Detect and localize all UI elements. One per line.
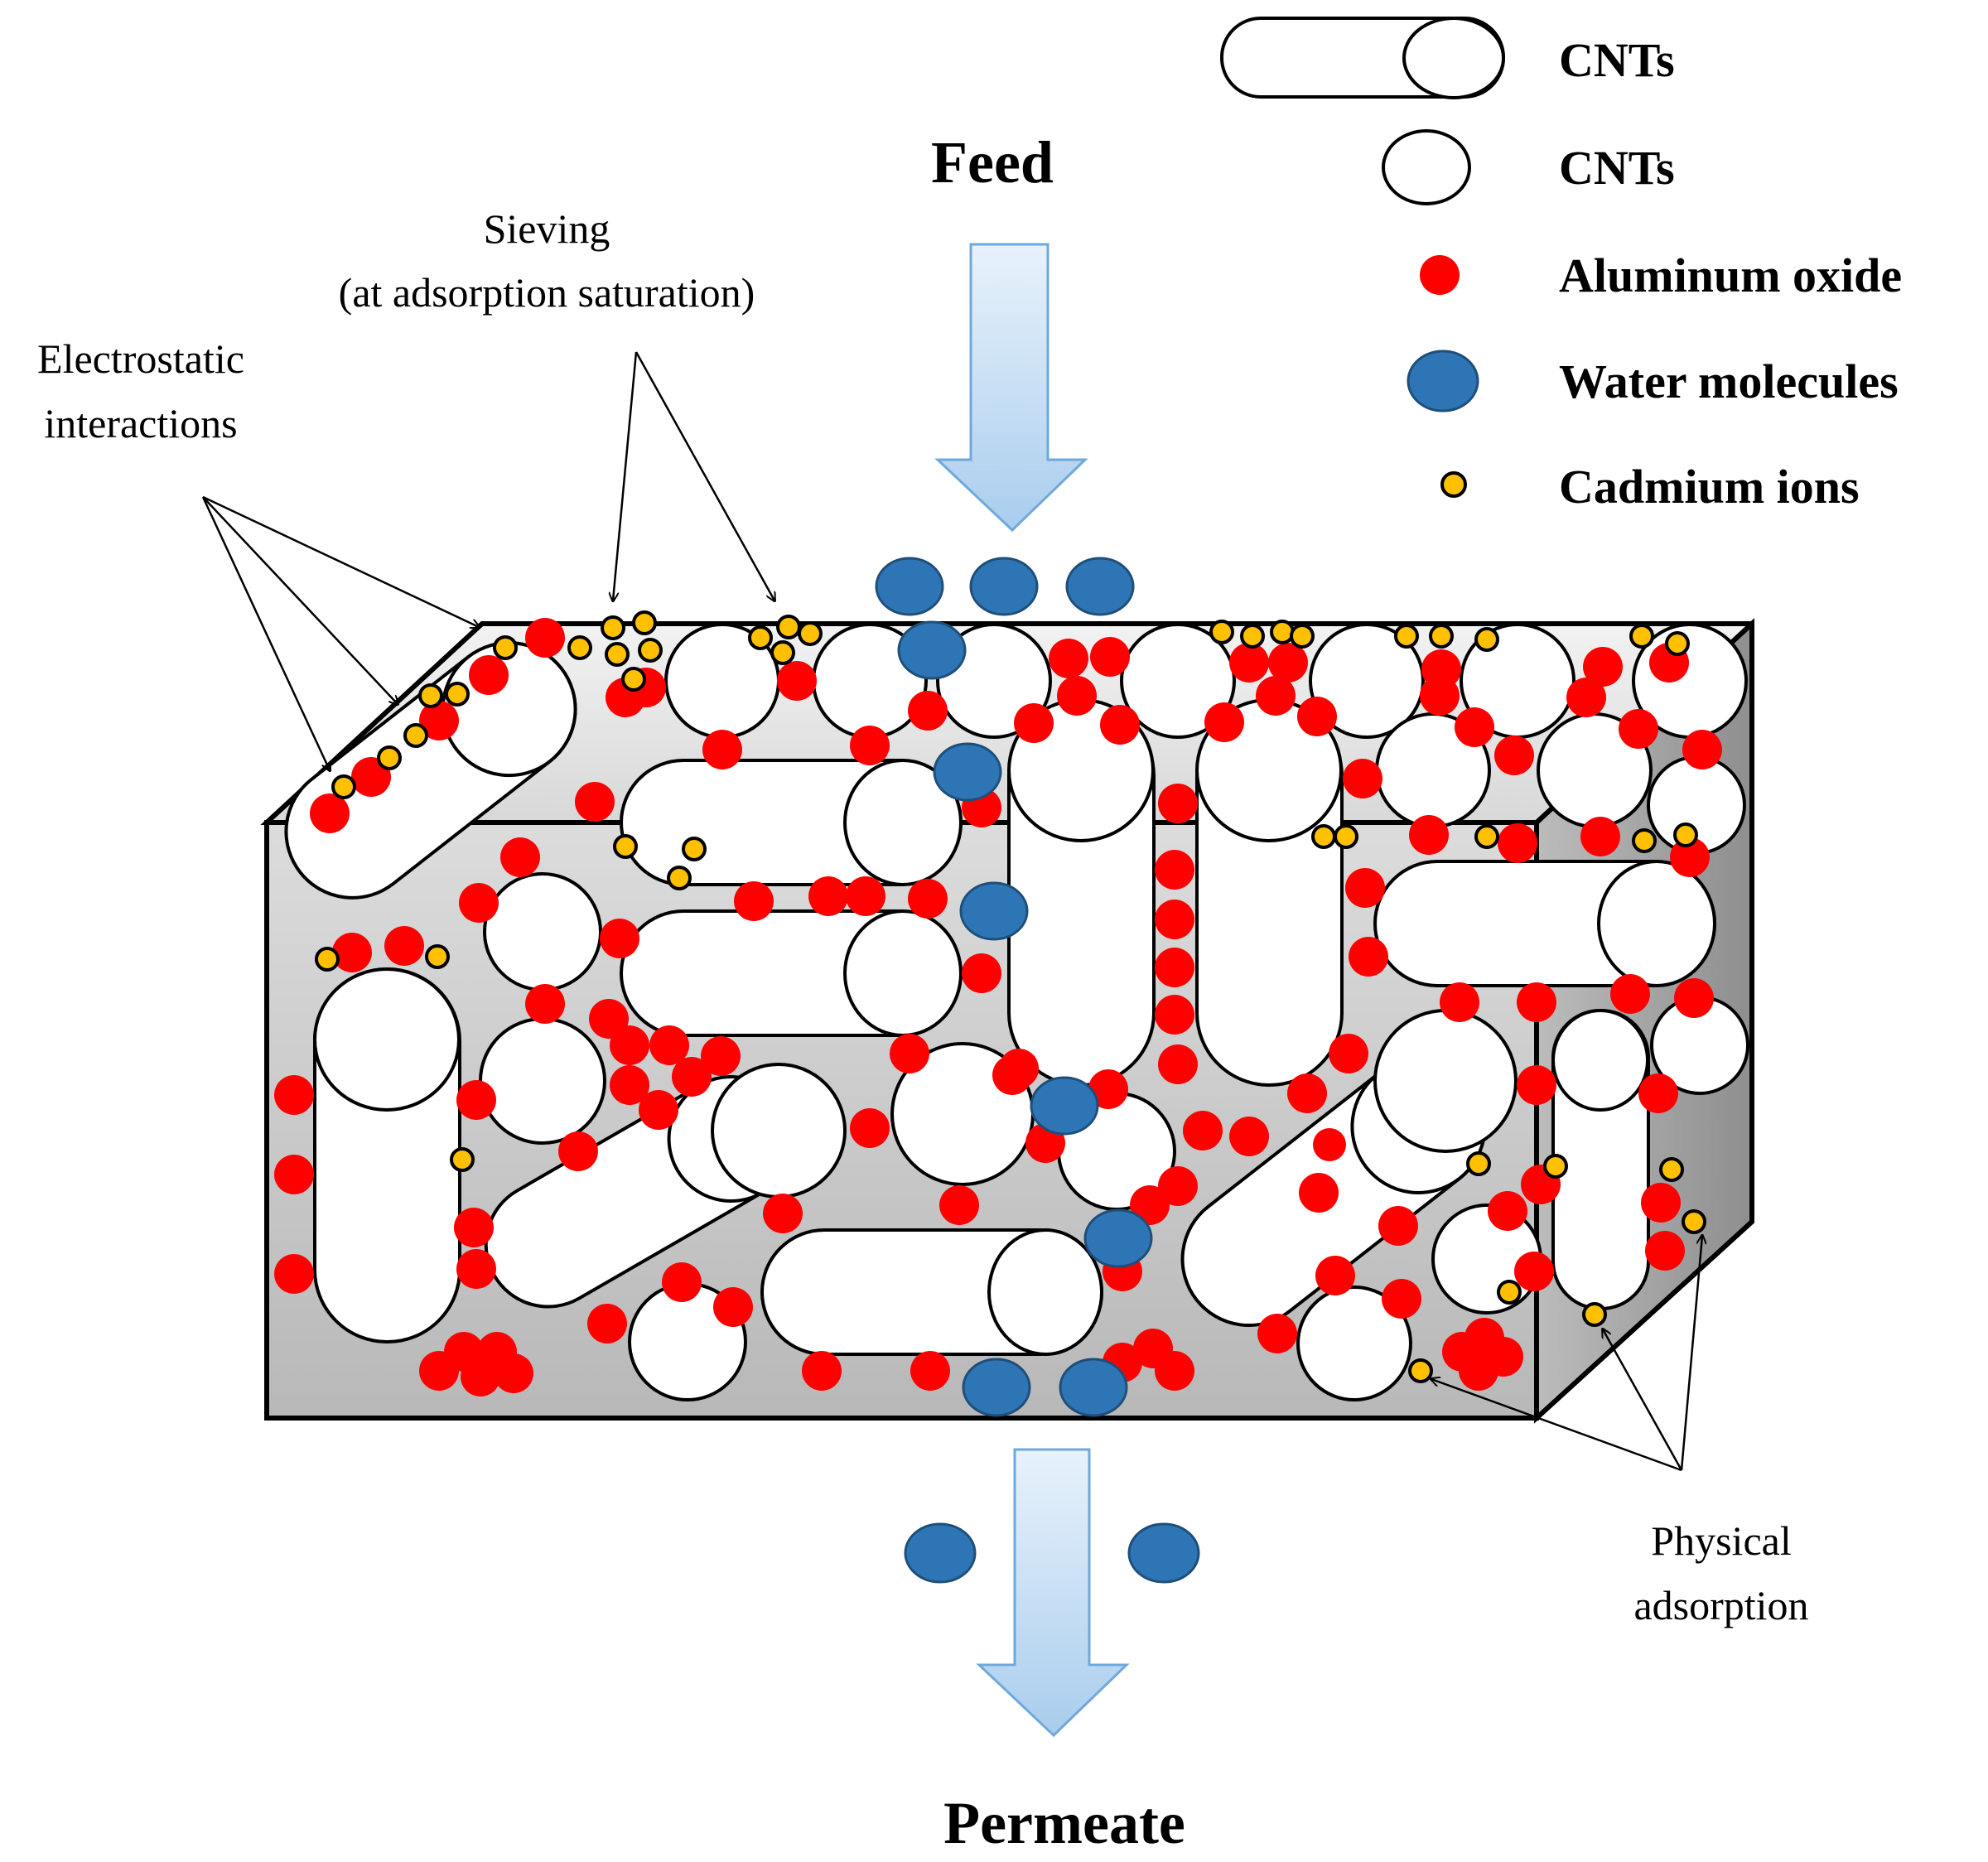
cadmium-ion-icon [1440, 471, 1467, 498]
physical-label-line1: Physical [1651, 1517, 1791, 1564]
permeate-label: Permeate [943, 1790, 1185, 1856]
aluminum-oxide-particles [274, 618, 1722, 1396]
sieving-label-line2: (at adsorption saturation) [339, 269, 755, 316]
cnt-tube-end [843, 909, 963, 1037]
physical-label-line2: adsorption [1633, 1582, 1808, 1628]
cnt-tube-icon [1220, 17, 1505, 99]
cnt-tube-end [1597, 860, 1716, 987]
legend-icons [1220, 17, 1505, 498]
aluminum-oxide-dot-icon [1420, 255, 1460, 295]
cnt-circle-icon [1382, 129, 1471, 205]
legend-label-water: Water molecules [1559, 355, 1899, 408]
sieving-label-line1: Sieving [484, 205, 610, 252]
cnt-tube-end [987, 1228, 1103, 1356]
electrostatic-label-line2: interactions [44, 400, 237, 446]
electrostatic-label-line1: Electrostatic [37, 335, 244, 382]
cnt-tube-end [313, 967, 461, 1112]
water-molecule-icon [1407, 350, 1479, 412]
callout-lines [201, 351, 1702, 1472]
cnt-tube-end [1551, 1009, 1649, 1112]
legend-label-cnt-tube: CNTs [1559, 33, 1675, 87]
cadmium-ions [315, 610, 1706, 1383]
cnt-tube-end [843, 759, 963, 886]
legend-label-cnt-circle: CNTs [1559, 141, 1675, 195]
feed-arrow [934, 243, 1088, 533]
feed-label: Feed [931, 129, 1054, 195]
permeate-arrow [976, 1448, 1130, 1738]
legend-label-cadmium: Cadmium ions [1559, 460, 1860, 514]
legend-label-aluminum-oxide: Aluminum oxide [1559, 248, 1902, 302]
water-molecules [875, 557, 1200, 1584]
cnt-circles [479, 623, 1749, 1401]
